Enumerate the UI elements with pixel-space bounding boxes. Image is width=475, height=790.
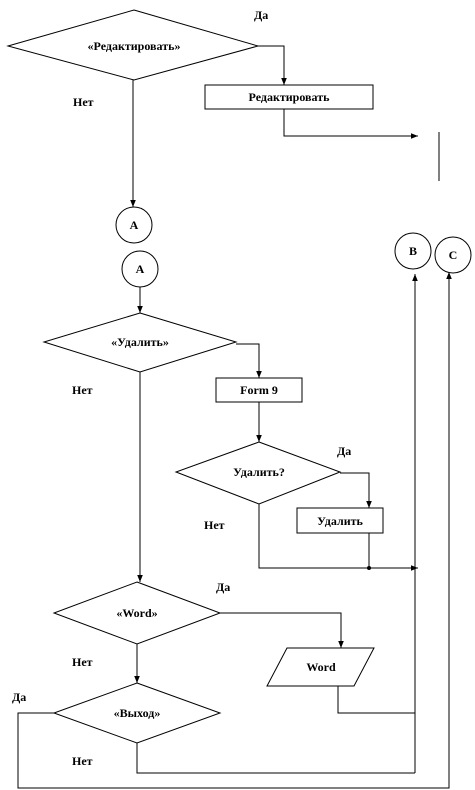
connector-a-out: A bbox=[115, 206, 153, 244]
label-word-yes: Да bbox=[216, 580, 230, 594]
io-word-label: Word bbox=[306, 660, 336, 674]
connector-a-out-label: A bbox=[130, 218, 139, 232]
decision-exit-label: «Выход» bbox=[114, 706, 161, 720]
decision-confirm-delete: Удалить? bbox=[174, 441, 342, 505]
decision-edit: «Редактировать» bbox=[6, 9, 260, 81]
connector-c: C bbox=[434, 236, 472, 274]
process-edit: Редактировать bbox=[204, 84, 374, 110]
label-confirm-yes: Да bbox=[337, 444, 351, 458]
process-form9-label: Form 9 bbox=[240, 383, 278, 397]
connector-b-label: B bbox=[409, 244, 417, 258]
label-delete-no: Нет bbox=[72, 383, 93, 397]
label-edit-no: Нет bbox=[73, 95, 94, 109]
process-delete-label: Удалить bbox=[317, 514, 363, 528]
edge-exit-yes bbox=[17, 272, 452, 789]
label-exit-no: Нет bbox=[72, 754, 93, 768]
label-edit-yes: Да bbox=[254, 8, 268, 22]
process-form9: Form 9 bbox=[215, 377, 303, 403]
process-delete: Удалить bbox=[296, 507, 384, 534]
process-edit-label: Редактировать bbox=[249, 90, 331, 104]
edges bbox=[17, 45, 452, 789]
decision-word-label: «Word» bbox=[116, 606, 157, 620]
connector-a-in-label: A bbox=[136, 262, 145, 276]
decision-delete-label: «Удалить» bbox=[111, 335, 169, 349]
edge-word-yes bbox=[220, 612, 344, 648]
label-word-no: Нет bbox=[72, 655, 93, 669]
label-confirm-no: Нет bbox=[204, 518, 225, 532]
edge-edit-yes bbox=[258, 45, 287, 85]
connector-c-label: C bbox=[449, 248, 458, 262]
edge-exit-no bbox=[136, 743, 415, 774]
label-exit-yes: Да bbox=[12, 690, 26, 704]
edge-confirm-yes bbox=[340, 472, 372, 508]
edge-wordio-out bbox=[337, 686, 415, 714]
decision-delete: «Удалить» bbox=[42, 312, 238, 373]
connector-a-in: A bbox=[121, 250, 159, 288]
decision-exit: «Выход» bbox=[52, 682, 222, 744]
decision-edit-label: «Редактировать» bbox=[88, 39, 181, 53]
io-word: Word bbox=[266, 647, 375, 687]
edge-edit-out bbox=[283, 109, 418, 139]
edge-confirm-no bbox=[258, 504, 418, 571]
decision-word: «Word» bbox=[52, 581, 222, 645]
decision-confirm-delete-label: Удалить? bbox=[233, 465, 285, 479]
connector-b: B bbox=[394, 232, 432, 270]
edge-delete-form9 bbox=[236, 343, 262, 378]
